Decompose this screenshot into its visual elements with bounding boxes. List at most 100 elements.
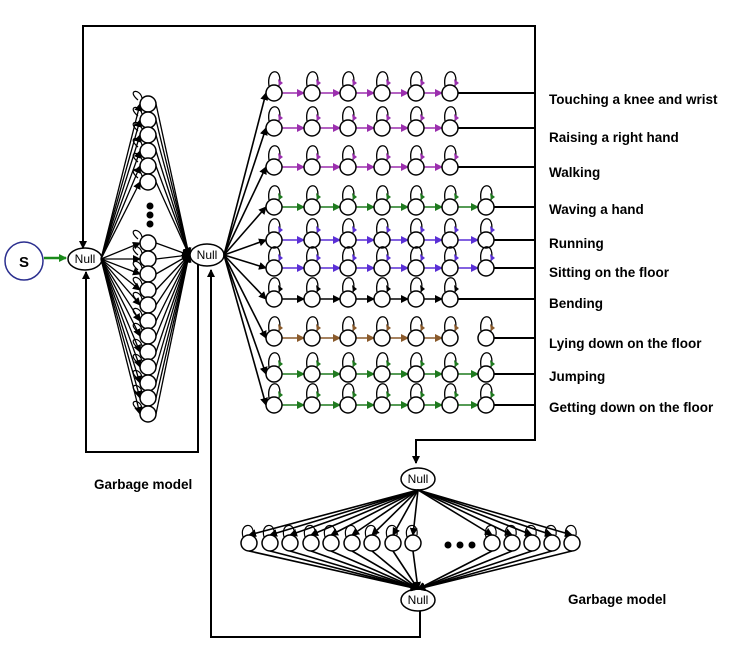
self-loop bbox=[410, 71, 423, 87]
self-loop bbox=[410, 352, 423, 368]
self-loop bbox=[306, 71, 319, 87]
self-loop-arrow bbox=[386, 114, 391, 121]
garbage-fan-out-edge bbox=[417, 550, 533, 591]
self-loop bbox=[444, 106, 457, 122]
self-loop-arrow bbox=[278, 254, 283, 261]
null-to-chain-edge bbox=[223, 166, 267, 256]
null-label: Null bbox=[75, 252, 96, 266]
garbage-fan-out-edge bbox=[155, 254, 192, 415]
hmm-state bbox=[303, 396, 321, 414]
garbage-state bbox=[139, 126, 157, 144]
self-loop bbox=[444, 383, 457, 399]
hmm-state bbox=[339, 290, 357, 308]
self-loop-arrow bbox=[352, 226, 357, 233]
hmm-state bbox=[339, 329, 357, 347]
garbage-fan-out-edge bbox=[155, 134, 192, 256]
self-loop bbox=[303, 524, 316, 538]
garbage-fan-in-edge bbox=[269, 489, 419, 537]
garbage-fan-in-edge bbox=[100, 103, 143, 260]
hmm-state bbox=[407, 396, 425, 414]
hmm-state bbox=[303, 158, 321, 176]
start-label: S bbox=[19, 254, 29, 271]
self-loop-arrow bbox=[386, 254, 391, 261]
garbage-fan-out-edge bbox=[417, 550, 493, 590]
self-loop-arrow bbox=[454, 226, 459, 233]
garbage-state bbox=[139, 95, 157, 113]
self-loop-arrow bbox=[454, 254, 459, 261]
self-loop bbox=[268, 106, 281, 122]
hmm-state bbox=[407, 329, 425, 347]
self-loop bbox=[132, 338, 143, 349]
self-loop-arrow bbox=[490, 254, 495, 261]
self-loop-arrow bbox=[352, 114, 357, 121]
action-chain-6: Sitting on the floor bbox=[223, 246, 670, 280]
hmm-state bbox=[339, 259, 357, 277]
garbage-state bbox=[139, 111, 157, 129]
action-chain-8: Lying down on the floor bbox=[223, 254, 702, 351]
hmm-state bbox=[407, 158, 425, 176]
action-label: Sitting on the floor bbox=[549, 265, 670, 280]
self-loop bbox=[405, 524, 418, 538]
action-chain-1: Touching a knee and wrist bbox=[223, 71, 718, 256]
null-to-chain-edge bbox=[223, 238, 267, 256]
action-chain-4: Waving a hand bbox=[223, 185, 644, 256]
self-loop bbox=[342, 316, 355, 332]
null-label: Null bbox=[408, 593, 429, 607]
self-loop bbox=[444, 277, 457, 293]
garbage-state bbox=[404, 534, 422, 552]
hmm-state bbox=[407, 198, 425, 216]
self-loop-arrow bbox=[454, 153, 459, 160]
self-loop bbox=[385, 524, 398, 538]
garbage-fan-in-edge bbox=[409, 489, 419, 536]
self-loop-arrow bbox=[420, 226, 425, 233]
hmm-state bbox=[407, 290, 425, 308]
self-loop-arrow bbox=[278, 114, 283, 121]
self-loop bbox=[262, 524, 275, 538]
self-loop bbox=[364, 524, 377, 538]
self-loop bbox=[376, 185, 389, 201]
hmm-state bbox=[339, 198, 357, 216]
hmm-state bbox=[339, 396, 357, 414]
self-loop-arrow bbox=[352, 254, 357, 261]
self-loop bbox=[306, 277, 319, 293]
ellipsis-dot bbox=[468, 541, 476, 549]
action-chain-3: Walking bbox=[223, 145, 600, 256]
garbage-state bbox=[139, 173, 157, 191]
self-loop bbox=[342, 185, 355, 201]
self-loop bbox=[410, 246, 423, 262]
hmm-state bbox=[303, 365, 321, 383]
action-label: Walking bbox=[549, 165, 600, 180]
garbage-fan-in-edge bbox=[248, 489, 419, 538]
garbage-fan-out-edge bbox=[155, 181, 190, 256]
hmm-state bbox=[441, 158, 459, 176]
self-loop bbox=[410, 106, 423, 122]
action-label: Running bbox=[549, 236, 604, 251]
garbage-fan-in-edge bbox=[100, 258, 141, 306]
self-loop-arrow bbox=[316, 226, 321, 233]
self-loop-arrow bbox=[352, 193, 357, 200]
self-loop-arrow bbox=[278, 391, 283, 398]
garbage-state bbox=[139, 142, 157, 160]
garbage-fan-in-edge bbox=[417, 489, 493, 536]
garbage-fan-in-edge bbox=[417, 489, 553, 537]
self-loop bbox=[564, 524, 577, 538]
garbage-fan-in-edge bbox=[100, 258, 141, 353]
self-loop-arrow bbox=[352, 360, 357, 367]
self-loop-arrow bbox=[278, 193, 283, 200]
self-loop bbox=[306, 383, 319, 399]
self-loop bbox=[444, 316, 457, 332]
action-label: Touching a knee and wrist bbox=[549, 92, 718, 107]
null-to-chain-edge bbox=[223, 254, 268, 406]
self-loop bbox=[306, 185, 319, 201]
hmm-state bbox=[303, 290, 321, 308]
hmm-state bbox=[441, 259, 459, 277]
garbage-state bbox=[139, 389, 157, 407]
garbage-fan-in-edge bbox=[351, 489, 419, 536]
garbage-state bbox=[139, 234, 157, 252]
self-loop bbox=[132, 369, 143, 380]
garbage-state bbox=[139, 374, 157, 392]
garbage-fan-in-edge bbox=[100, 258, 141, 291]
self-loop bbox=[344, 524, 357, 538]
self-loop-arrow bbox=[386, 391, 391, 398]
